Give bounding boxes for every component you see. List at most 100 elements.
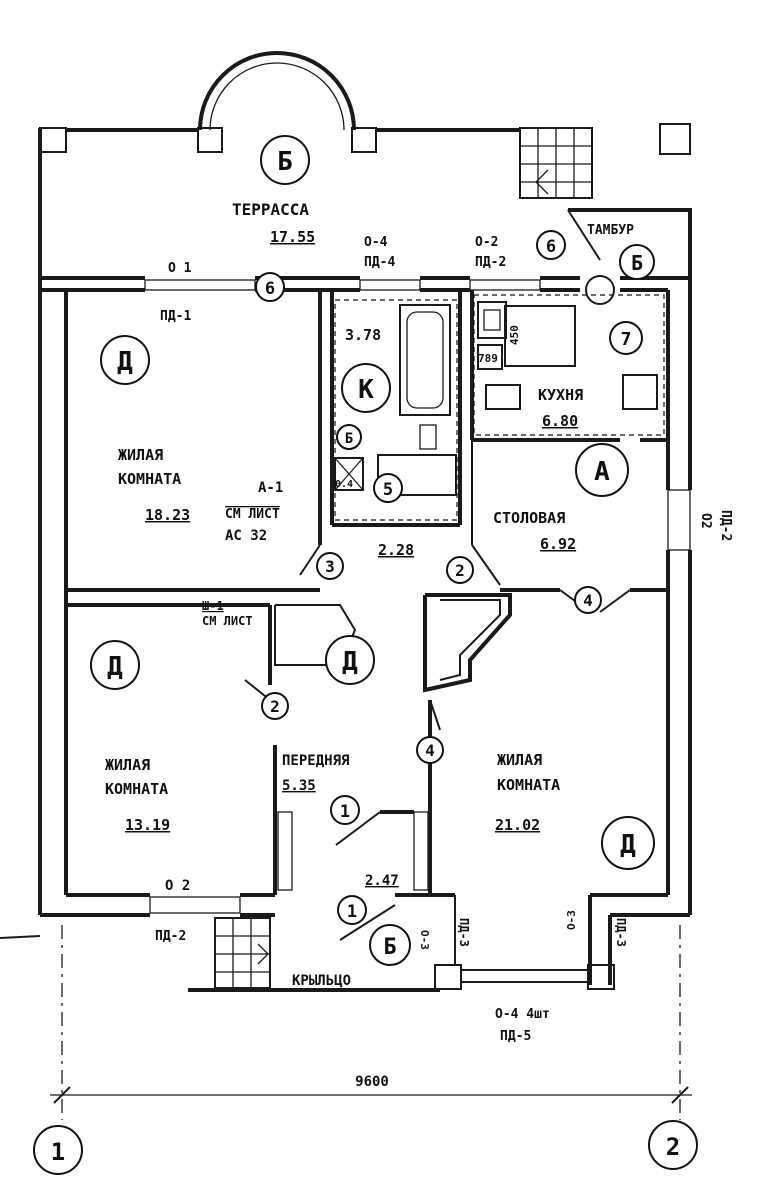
fridge — [622, 374, 658, 410]
porch-stairs — [214, 917, 271, 989]
zone-hall — [325, 635, 375, 685]
door-marker-living-e-top — [574, 586, 602, 614]
svg-text:А: А — [594, 457, 610, 487]
living-nw-area: 18.23 — [145, 506, 190, 524]
bath-area: 3.78 — [345, 326, 381, 344]
column-square — [659, 123, 691, 155]
washing-area — [377, 454, 457, 496]
zone-vestibule — [619, 244, 655, 280]
dimension-line: 9600 — [0, 925, 692, 1120]
door-label-south: ПД-2 — [155, 929, 186, 944]
svg-text:2: 2 — [455, 561, 465, 580]
svg-text:Б: Б — [277, 147, 293, 177]
zone-living-e — [601, 816, 655, 870]
dim-04: 0.4 — [335, 479, 353, 490]
svg-text:1: 1 — [347, 902, 357, 922]
door-marker-kitchen — [609, 321, 643, 355]
living-w-name2: КОМНАТА — [105, 780, 168, 798]
zone-terrace — [260, 135, 310, 185]
porch-name: КРЫЛЬЦО — [292, 973, 351, 989]
svg-text:Б: Б — [631, 251, 643, 275]
corridor-area: 2.28 — [378, 541, 414, 559]
door-marker-terrace — [255, 272, 285, 302]
zone-living-nw — [100, 335, 150, 385]
dining-name: СТОЛОВАЯ — [493, 509, 565, 527]
door-label-porch-right: ПД-3 — [614, 918, 628, 947]
living-w-area: 13.19 — [125, 816, 170, 834]
door-marker-dining — [446, 556, 474, 584]
living-w-name1: ЖИЛАЯ — [105, 756, 150, 774]
svg-text:2: 2 — [270, 697, 280, 716]
zone-markers: Б Б Д К А Д Д Д Б — [90, 135, 655, 966]
dining-area: 6.92 — [540, 535, 576, 553]
terrace-name: ТЕРРАССА — [232, 200, 309, 219]
door-marker-living-w — [261, 692, 289, 720]
door-marker-porch — [337, 895, 367, 925]
dim-789: 789 — [478, 352, 498, 365]
svg-text:6: 6 — [265, 279, 275, 299]
hall-name: ПЕРЕДНЯЯ — [282, 753, 349, 769]
overall-width: 9600 — [355, 1074, 389, 1090]
bathtub — [399, 304, 451, 416]
zone-living-w — [90, 640, 140, 690]
svg-text:4: 4 — [583, 591, 593, 610]
door-marker-vestibule — [536, 230, 566, 260]
kitchen-fixtures — [473, 294, 665, 436]
svg-text:Д: Д — [620, 830, 636, 860]
terrace-arc — [198, 51, 356, 131]
window-label-o4: О-4 — [364, 235, 388, 250]
door-marker-bath — [373, 473, 403, 503]
window-label-east: О2 — [698, 513, 713, 529]
living-nw-name2: КОМНАТА — [118, 470, 181, 488]
wall-type-label: А-1 — [258, 480, 283, 496]
living-e-name1: ЖИЛАЯ — [497, 751, 542, 769]
interior-walls — [66, 290, 668, 992]
svg-text:7: 7 — [621, 329, 632, 350]
zone-porch — [369, 924, 411, 966]
hall-area: 5.35 — [282, 778, 316, 794]
kitchen-table — [485, 384, 521, 410]
svg-text:2: 2 — [666, 1133, 680, 1161]
svg-text:5: 5 — [383, 480, 393, 500]
porch-hall-area: 2.47 — [365, 873, 399, 889]
terrace-column-corner — [39, 127, 67, 153]
axis-marker-1 — [33, 1125, 83, 1175]
living-nw-name1: ЖИЛАЯ — [118, 446, 163, 464]
svg-text:Д: Д — [117, 347, 133, 377]
terrace-stairs — [519, 127, 593, 199]
vestibule-name: ТАМБУР — [587, 223, 634, 238]
svg-text:Д: Д — [342, 647, 358, 677]
axis-marker-2 — [648, 1120, 698, 1170]
door-markers: 6 6 7 Б 5 3 2 4 2 4 1 1 — [255, 230, 643, 925]
door-label-pd2: ПД-2 — [475, 255, 506, 270]
zone-bath — [341, 363, 391, 413]
door-label-pd5: ПД-5 — [500, 1029, 531, 1044]
bath-fixtures — [334, 299, 458, 521]
living-e-area: 21.02 — [495, 816, 540, 834]
svg-text:К: К — [358, 375, 374, 405]
window-label-porch-right: О-3 — [565, 910, 578, 930]
grid-axes: 1 2 — [33, 1120, 698, 1175]
door-label-porch-left: ПД-3 — [457, 918, 471, 947]
window-label-south: О 2 — [165, 878, 190, 894]
door-marker-living-e — [416, 736, 444, 764]
svg-text:Б: Б — [345, 431, 353, 447]
svg-text:1: 1 — [51, 1138, 65, 1166]
door-marker-living-nw — [316, 552, 344, 580]
ac-label: АС 32 — [225, 528, 267, 544]
door-label-pd4: ПД-4 — [364, 255, 395, 270]
terrace-column-left — [197, 127, 223, 153]
sink — [477, 301, 507, 339]
outer-walls — [38, 208, 692, 985]
svg-text:Б: Б — [383, 935, 396, 960]
kitchen-area: 6.80 — [542, 412, 578, 430]
wardrobe-see-sheet: СМ ЛИСТ — [202, 614, 253, 628]
living-e-name2: КОМНАТА — [497, 776, 560, 794]
column-round — [585, 275, 615, 305]
dim-450: 450 — [508, 325, 521, 345]
opening-labels: О 1 ПД-1 О-4 ПД-4 О-2 ПД-2 А-1 СМ ЛИСТ А… — [155, 235, 733, 1044]
svg-text:4: 4 — [425, 741, 435, 760]
stove — [504, 305, 576, 367]
zone-dining — [575, 443, 629, 497]
